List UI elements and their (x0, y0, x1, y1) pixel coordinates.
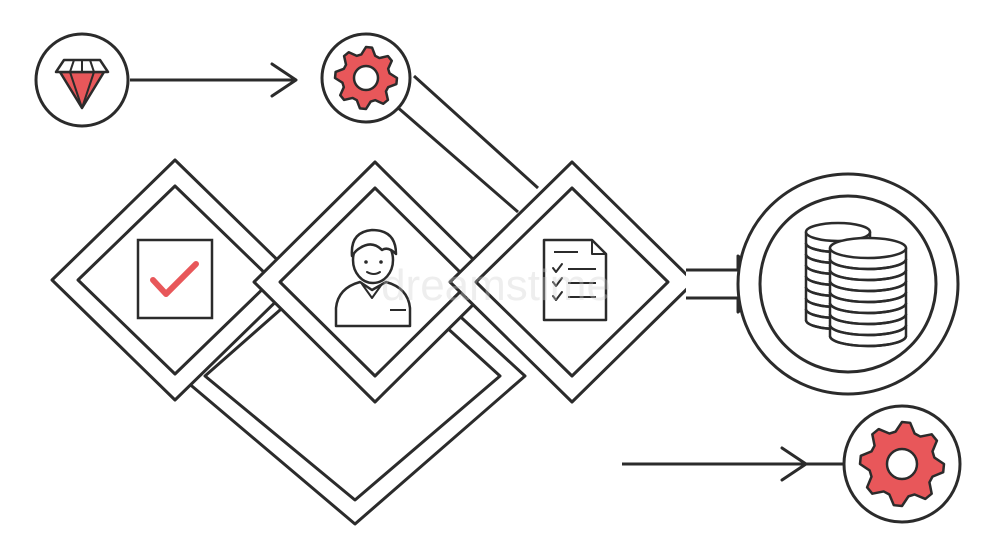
watermark-text: dreamstime (381, 261, 611, 310)
arrow-to-bottom-gear (622, 446, 846, 482)
checkbox-checked-icon (136, 238, 214, 320)
ruby-gem-icon (54, 58, 110, 110)
user-diamond (252, 160, 498, 404)
database-stack-icon (804, 221, 908, 348)
gear-icon (858, 420, 946, 508)
user-avatar-icon (334, 228, 412, 328)
arrow-ruby-to-gear (130, 62, 298, 98)
checklist-diamond (448, 160, 696, 404)
gear-node-bottom (842, 404, 962, 524)
connector-gear-to-document (395, 74, 540, 214)
checklist-document-icon (542, 238, 608, 322)
database-node (736, 172, 960, 396)
gear-icon (333, 45, 399, 111)
gear-node-top (320, 32, 412, 124)
ruby-node (34, 32, 130, 128)
checkbox-diamond (50, 158, 300, 402)
